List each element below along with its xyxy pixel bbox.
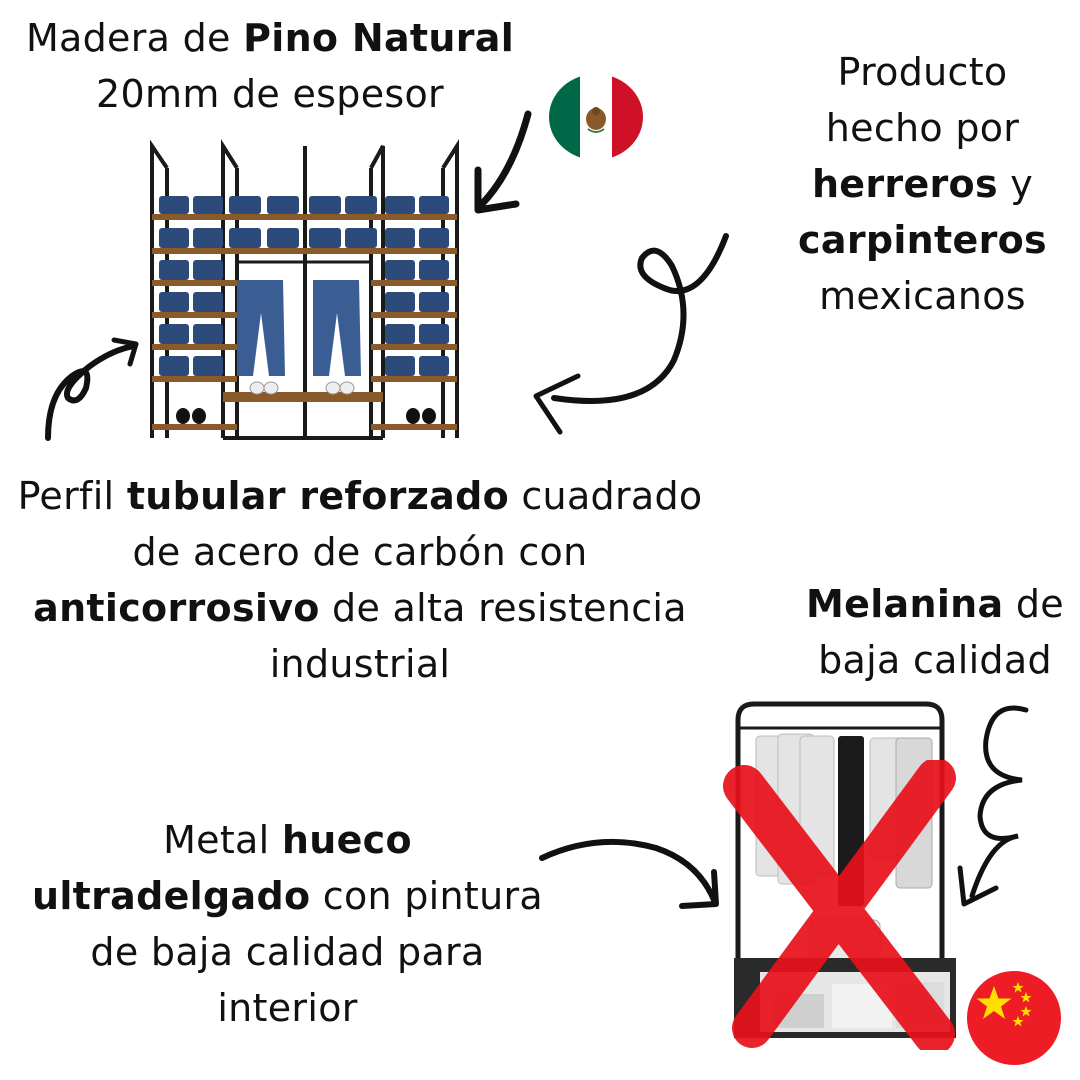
caption-text: Madera de <box>25 16 244 60</box>
caption-text: cuadrado <box>508 474 703 518</box>
caption-text: baja calidad <box>818 638 1052 682</box>
caption-bold: anticorrosivo <box>33 586 320 630</box>
caption-text: mexicanos <box>819 274 1026 318</box>
caption-bold: tubular reforzado <box>126 474 509 518</box>
cross-mark-icon <box>723 760 956 1050</box>
caption-bold: herreros <box>811 162 998 206</box>
caption-text: Perfil <box>17 474 127 518</box>
caption-text: interior <box>217 986 358 1030</box>
caption-bold: Pino Natural <box>243 16 515 60</box>
arrow-icon <box>957 705 1029 907</box>
caption-text: con pintura <box>310 874 544 918</box>
caption-text: y <box>997 162 1034 206</box>
mexico-flag-icon <box>549 74 643 160</box>
caption-text: de <box>1003 582 1064 626</box>
caption-text: de acero de carbón con <box>132 530 588 574</box>
china-flag-icon <box>967 971 1061 1065</box>
caption-text: de baja calidad para <box>90 930 485 974</box>
caption-text: Producto <box>837 50 1008 94</box>
caption-bold: hueco <box>281 818 412 862</box>
arrow-icon <box>533 233 729 435</box>
caption-bold: ultradelgado <box>31 874 311 918</box>
caption-text: de alta resistencia <box>319 586 687 630</box>
caption-bold: Melanina <box>806 582 1004 626</box>
arrow-icon <box>539 838 719 909</box>
caption-text: industrial <box>269 642 451 686</box>
caption-text: 20mm de espesor <box>96 72 444 116</box>
top-left-caption: Madera de Pino Natural 20mm de espesor <box>10 10 530 122</box>
bottom-left-caption: Metal hueco ultradelgado con pintura de … <box>10 812 565 1036</box>
middle-caption: Perfil tubular reforzado cuadrado de ace… <box>0 468 720 692</box>
arrow-icon <box>474 110 532 214</box>
caption-bold: carpinteros <box>798 218 1047 262</box>
arrow-icon <box>45 337 139 441</box>
right-mid-caption: Melanina de baja calidad <box>790 576 1080 688</box>
top-right-caption: Producto hecho por herreros y carpintero… <box>770 44 1075 324</box>
caption-text: Metal <box>163 818 282 862</box>
caption-text: hecho por <box>825 106 1020 150</box>
shelving-unit-illustration <box>150 139 459 440</box>
